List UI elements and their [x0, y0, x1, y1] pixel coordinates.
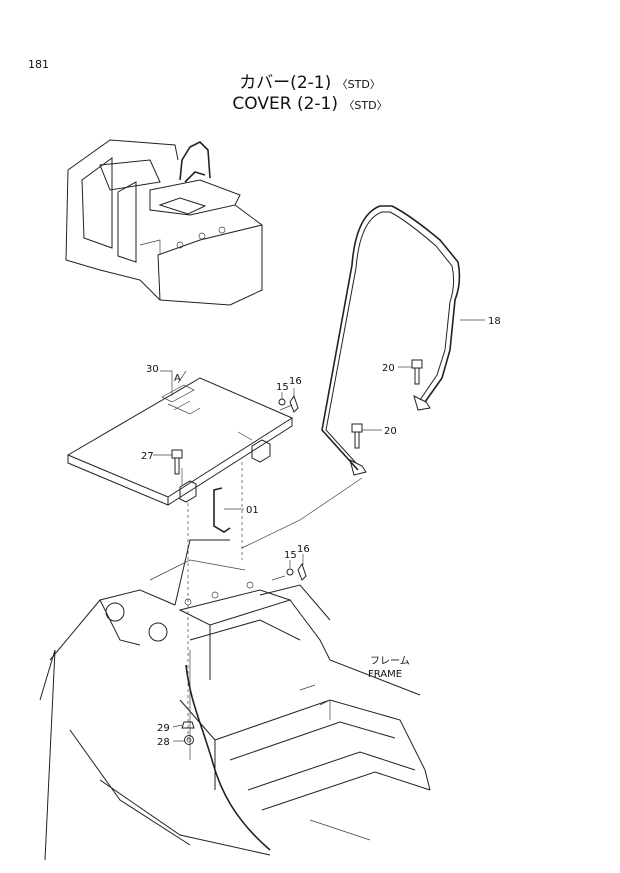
callout-15-upper: 15 — [276, 382, 289, 393]
nut-part-29 — [181, 721, 195, 729]
frame-structure — [39, 539, 431, 861]
frame-label-japanese: フレーム — [370, 655, 410, 667]
callout-a: A — [174, 373, 181, 384]
leader-lines — [153, 319, 485, 742]
title-english: COVER (2-1) 〈STD〉 — [0, 95, 620, 115]
callout-20-lower: 20 — [384, 426, 397, 437]
cable-path — [185, 664, 271, 851]
title-japanese-suffix: 〈STD〉 — [336, 78, 381, 91]
callout-28: 28 — [157, 737, 170, 748]
excavator-thumbnail — [65, 139, 263, 306]
title-japanese: カバー(2-1) 〈STD〉 — [0, 74, 620, 94]
grab-rail-part-18 — [321, 205, 461, 476]
callout-16-upper: 16 — [289, 376, 302, 387]
assembly-lines — [181, 404, 363, 740]
grommet-part-28 — [184, 735, 194, 745]
callout-29: 29 — [157, 723, 170, 734]
callout-labels: 30 A 15 16 27 01 15 16 18 20 20 29 28 フレ… — [141, 316, 501, 748]
callout-20-upper: 20 — [382, 363, 395, 374]
callout-30: 30 — [146, 364, 159, 375]
frame-label-english: FRAME — [368, 669, 402, 680]
page-number: 181 — [28, 58, 49, 71]
callout-15-lower: 15 — [284, 550, 297, 561]
bolt-part-27 — [171, 449, 183, 475]
callout-18: 18 — [488, 316, 501, 327]
callout-16-lower: 16 — [297, 544, 310, 555]
pin-part-16-upper — [289, 394, 299, 413]
cover-plate-part-30 — [66, 377, 294, 506]
handle-part-01 — [213, 487, 231, 533]
callout-01: 01 — [246, 505, 259, 516]
callout-27: 27 — [141, 451, 154, 462]
title-english-text: COVER (2-1) — [232, 94, 338, 114]
title-japanese-text: カバー(2-1) — [239, 73, 332, 93]
washer-part-15-lower — [286, 568, 294, 576]
bolt-part-20-lower — [351, 423, 363, 449]
pin-part-16-lower — [297, 562, 307, 581]
title-english-suffix: 〈STD〉 — [343, 99, 388, 112]
bolt-part-20-upper — [411, 359, 423, 385]
